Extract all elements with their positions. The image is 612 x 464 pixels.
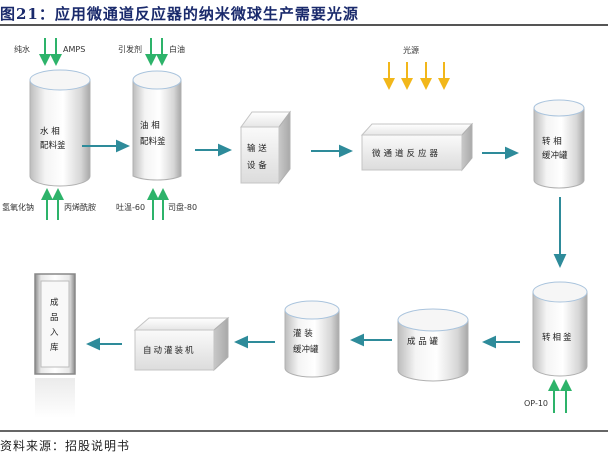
fill-buffer-label-2: 缓冲罐 — [293, 344, 319, 355]
figure-title: 图21：应用微通道反应器的纳米微球生产需要光源 — [0, 5, 359, 23]
warehouse-panel: 成 品 入 库 — [34, 273, 76, 418]
input-label-acrylamide: 丙烯酰胺 — [64, 202, 96, 212]
microchannel-reactor: 微通道反应器 — [360, 122, 474, 172]
input-label-amps: AMPS — [63, 45, 85, 54]
input-label-white-oil: 白油 — [169, 44, 185, 54]
input-label-tween60: 吐温-60 — [116, 203, 145, 212]
water-phase-tank: 水 相 配料釜 — [29, 69, 91, 187]
transfer-label-2: 设 备 — [247, 160, 267, 171]
reactor-label: 微通道反应器 — [372, 148, 441, 159]
phase-inversion-kettle: 转相釜 — [532, 281, 588, 377]
fill-buffer-label-1: 灌 装 — [293, 328, 313, 339]
oil-phase-tank: 油 相 配料釜 — [132, 70, 182, 181]
phase-inversion-buffer-tank: 转 相 缓冲罐 — [533, 99, 585, 189]
water-tank-label-1: 水 相 — [40, 126, 60, 137]
light-source-label: 光源 — [403, 45, 419, 55]
phase-kettle-label: 转相釜 — [542, 332, 574, 343]
title-divider — [0, 24, 608, 26]
process-flow-diagram: 水 相 配料釜 纯水 AMPS 氢氧化钠 丙烯酰胺 油 相 配料釜 引发剂 白油… — [2, 38, 588, 418]
phase-buffer-label-1: 转 相 — [542, 136, 562, 147]
automatic-filling-machine: 自动灌装机 — [133, 316, 230, 372]
input-label-naoh: 氢氧化钠 — [2, 202, 34, 212]
input-label-span80: 司盘-80 — [168, 202, 197, 212]
input-label-op10: OP-10 — [524, 399, 548, 408]
product-tank: 成 品 罐 — [397, 308, 469, 382]
input-label-initiator: 引发剂 — [118, 44, 142, 54]
source-note: 资料来源：招股说明书 — [0, 439, 131, 453]
warehouse-char-3: 入 — [50, 328, 59, 338]
input-label-pure-water: 纯水 — [14, 44, 30, 54]
warehouse-char-4: 库 — [50, 342, 59, 353]
filling-buffer-tank: 灌 装 缓冲罐 — [284, 300, 340, 378]
warehouse-char-2: 品 — [50, 313, 59, 323]
oil-tank-label-1: 油 相 — [140, 120, 160, 131]
phase-buffer-label-2: 缓冲罐 — [542, 150, 568, 161]
transfer-equipment-box: 输 送 设 备 — [240, 110, 291, 185]
water-tank-label-2: 配料釜 — [40, 140, 66, 151]
warehouse-char-1: 成 — [50, 297, 59, 308]
oil-tank-label-2: 配料釜 — [140, 136, 166, 147]
warehouse-reflection — [35, 378, 75, 418]
transfer-label-1: 输 送 — [247, 143, 267, 154]
filler-label: 自动灌装机 — [143, 345, 196, 356]
product-tank-label: 成 品 罐 — [407, 336, 438, 347]
footer-divider — [0, 430, 608, 432]
